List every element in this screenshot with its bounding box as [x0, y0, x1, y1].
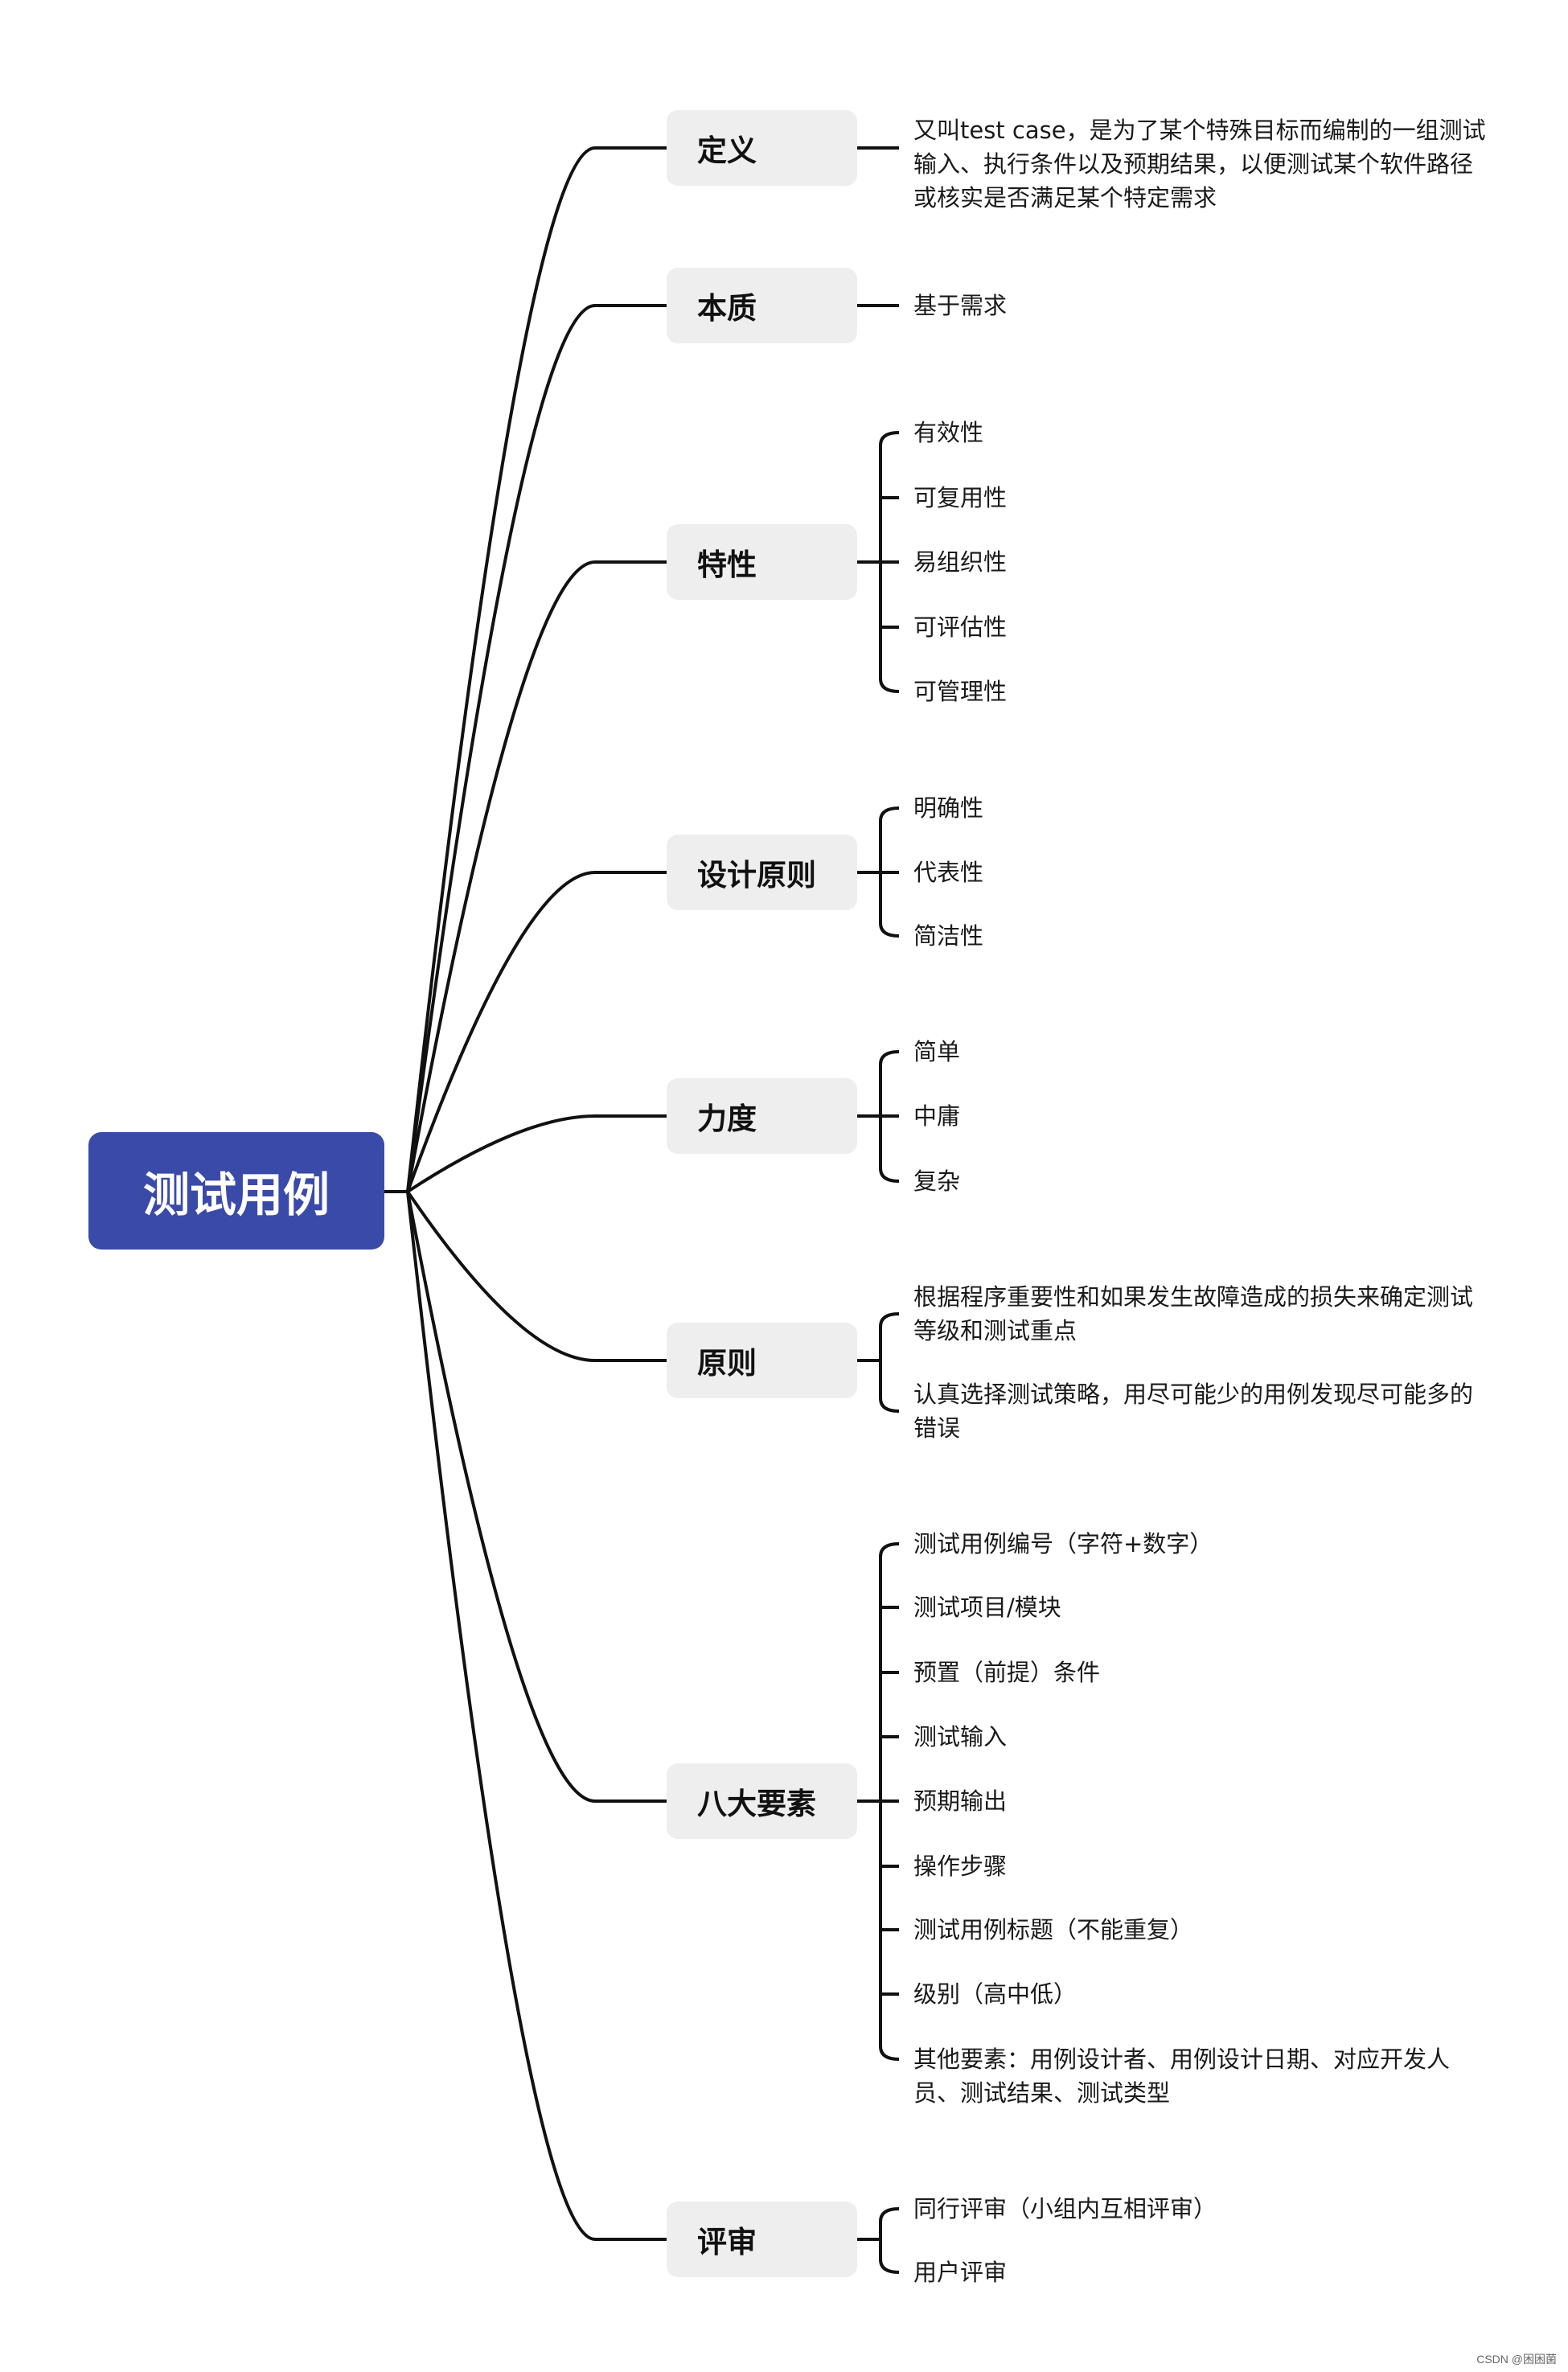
- topic-label: 特性: [697, 548, 757, 582]
- topic-label: 八大要素: [697, 1787, 816, 1821]
- topic-node[interactable]: 力度: [667, 1078, 857, 1154]
- child-node[interactable]: 同行评审（小组内互相评审）: [913, 2195, 1217, 2222]
- root-label: 测试用例: [142, 1168, 330, 1222]
- child-node[interactable]: 可管理性: [913, 678, 1008, 705]
- child-node[interactable]: 有效性: [913, 419, 984, 446]
- child-bracket: [879, 2207, 900, 2274]
- child-node[interactable]: 测试项目/模块: [913, 1594, 1061, 1621]
- child-node[interactable]: 中庸: [913, 1102, 961, 1130]
- child-node[interactable]: 易组织性: [913, 548, 1008, 576]
- topic-connector: [406, 1114, 667, 1193]
- topic-node[interactable]: 定义: [667, 110, 857, 186]
- child-node[interactable]: 预期输出: [913, 1787, 1008, 1815]
- child-bracket: [879, 1312, 900, 1413]
- child-node[interactable]: 预置（前提）条件: [913, 1659, 1101, 1686]
- child-node[interactable]: 简洁性: [913, 922, 984, 950]
- topic-connector: [406, 1191, 667, 2241]
- topic-node[interactable]: 设计原则: [667, 835, 857, 910]
- watermark: CSDN @困困菌: [1476, 2353, 1557, 2366]
- child-node[interactable]: 简单: [913, 1038, 961, 1065]
- child-node[interactable]: 又叫test case，是为了某个特殊目标而编制的一组测试输入、执行条件以及预期…: [913, 117, 1486, 211]
- child-node[interactable]: 认真选择测试策略，用尽可能少的用例发现尽可能多的错误: [913, 1381, 1474, 1442]
- child-node[interactable]: 可评估性: [913, 614, 1008, 641]
- child-node[interactable]: 根据程序重要性和如果发生故障造成的损失来确定测试等级和测试重点: [913, 1283, 1474, 1344]
- topic-label: 评审: [697, 2225, 757, 2259]
- child-node[interactable]: 复杂: [913, 1168, 961, 1195]
- topic-label: 设计原则: [697, 858, 816, 893]
- topic-connector: [406, 1191, 667, 1803]
- topic-node[interactable]: 特性: [667, 524, 857, 600]
- child-node[interactable]: 测试用例编号（字符+数字）: [913, 1530, 1213, 1557]
- topic-node[interactable]: 原则: [667, 1323, 857, 1398]
- topic-connector: [406, 146, 667, 1192]
- child-node[interactable]: 用户评审: [913, 2259, 1008, 2286]
- child-node[interactable]: 基于需求: [913, 292, 1008, 319]
- child-node[interactable]: 级别（高中低）: [913, 1980, 1077, 2008]
- child-node[interactable]: 操作步骤: [913, 1853, 1008, 1880]
- child-node[interactable]: 测试用例标题（不能重复）: [913, 1916, 1194, 1943]
- topic-connector: [406, 871, 667, 1192]
- root-node[interactable]: 测试用例: [88, 1132, 384, 1250]
- topic-node[interactable]: 八大要素: [667, 1763, 857, 1839]
- topic-connector: [406, 304, 667, 1192]
- topic-label: 原则: [697, 1346, 757, 1381]
- topic-label: 本质: [697, 291, 757, 326]
- topic-connector: [406, 560, 667, 1192]
- child-node[interactable]: 测试输入: [913, 1723, 1008, 1750]
- child-node[interactable]: 可复用性: [913, 484, 1008, 511]
- topic-label: 力度: [697, 1102, 757, 1136]
- topic-node[interactable]: 本质: [667, 268, 857, 343]
- child-node[interactable]: 明确性: [913, 794, 984, 822]
- topic-connector: [406, 1190, 667, 1362]
- child-node[interactable]: 代表性: [913, 859, 984, 886]
- topic-node[interactable]: 评审: [667, 2202, 857, 2277]
- topic-label: 定义: [697, 133, 757, 168]
- child-node[interactable]: 其他要素：用例设计者、用例设计日期、对应开发人员、测试结果、测试类型: [913, 2046, 1451, 2107]
